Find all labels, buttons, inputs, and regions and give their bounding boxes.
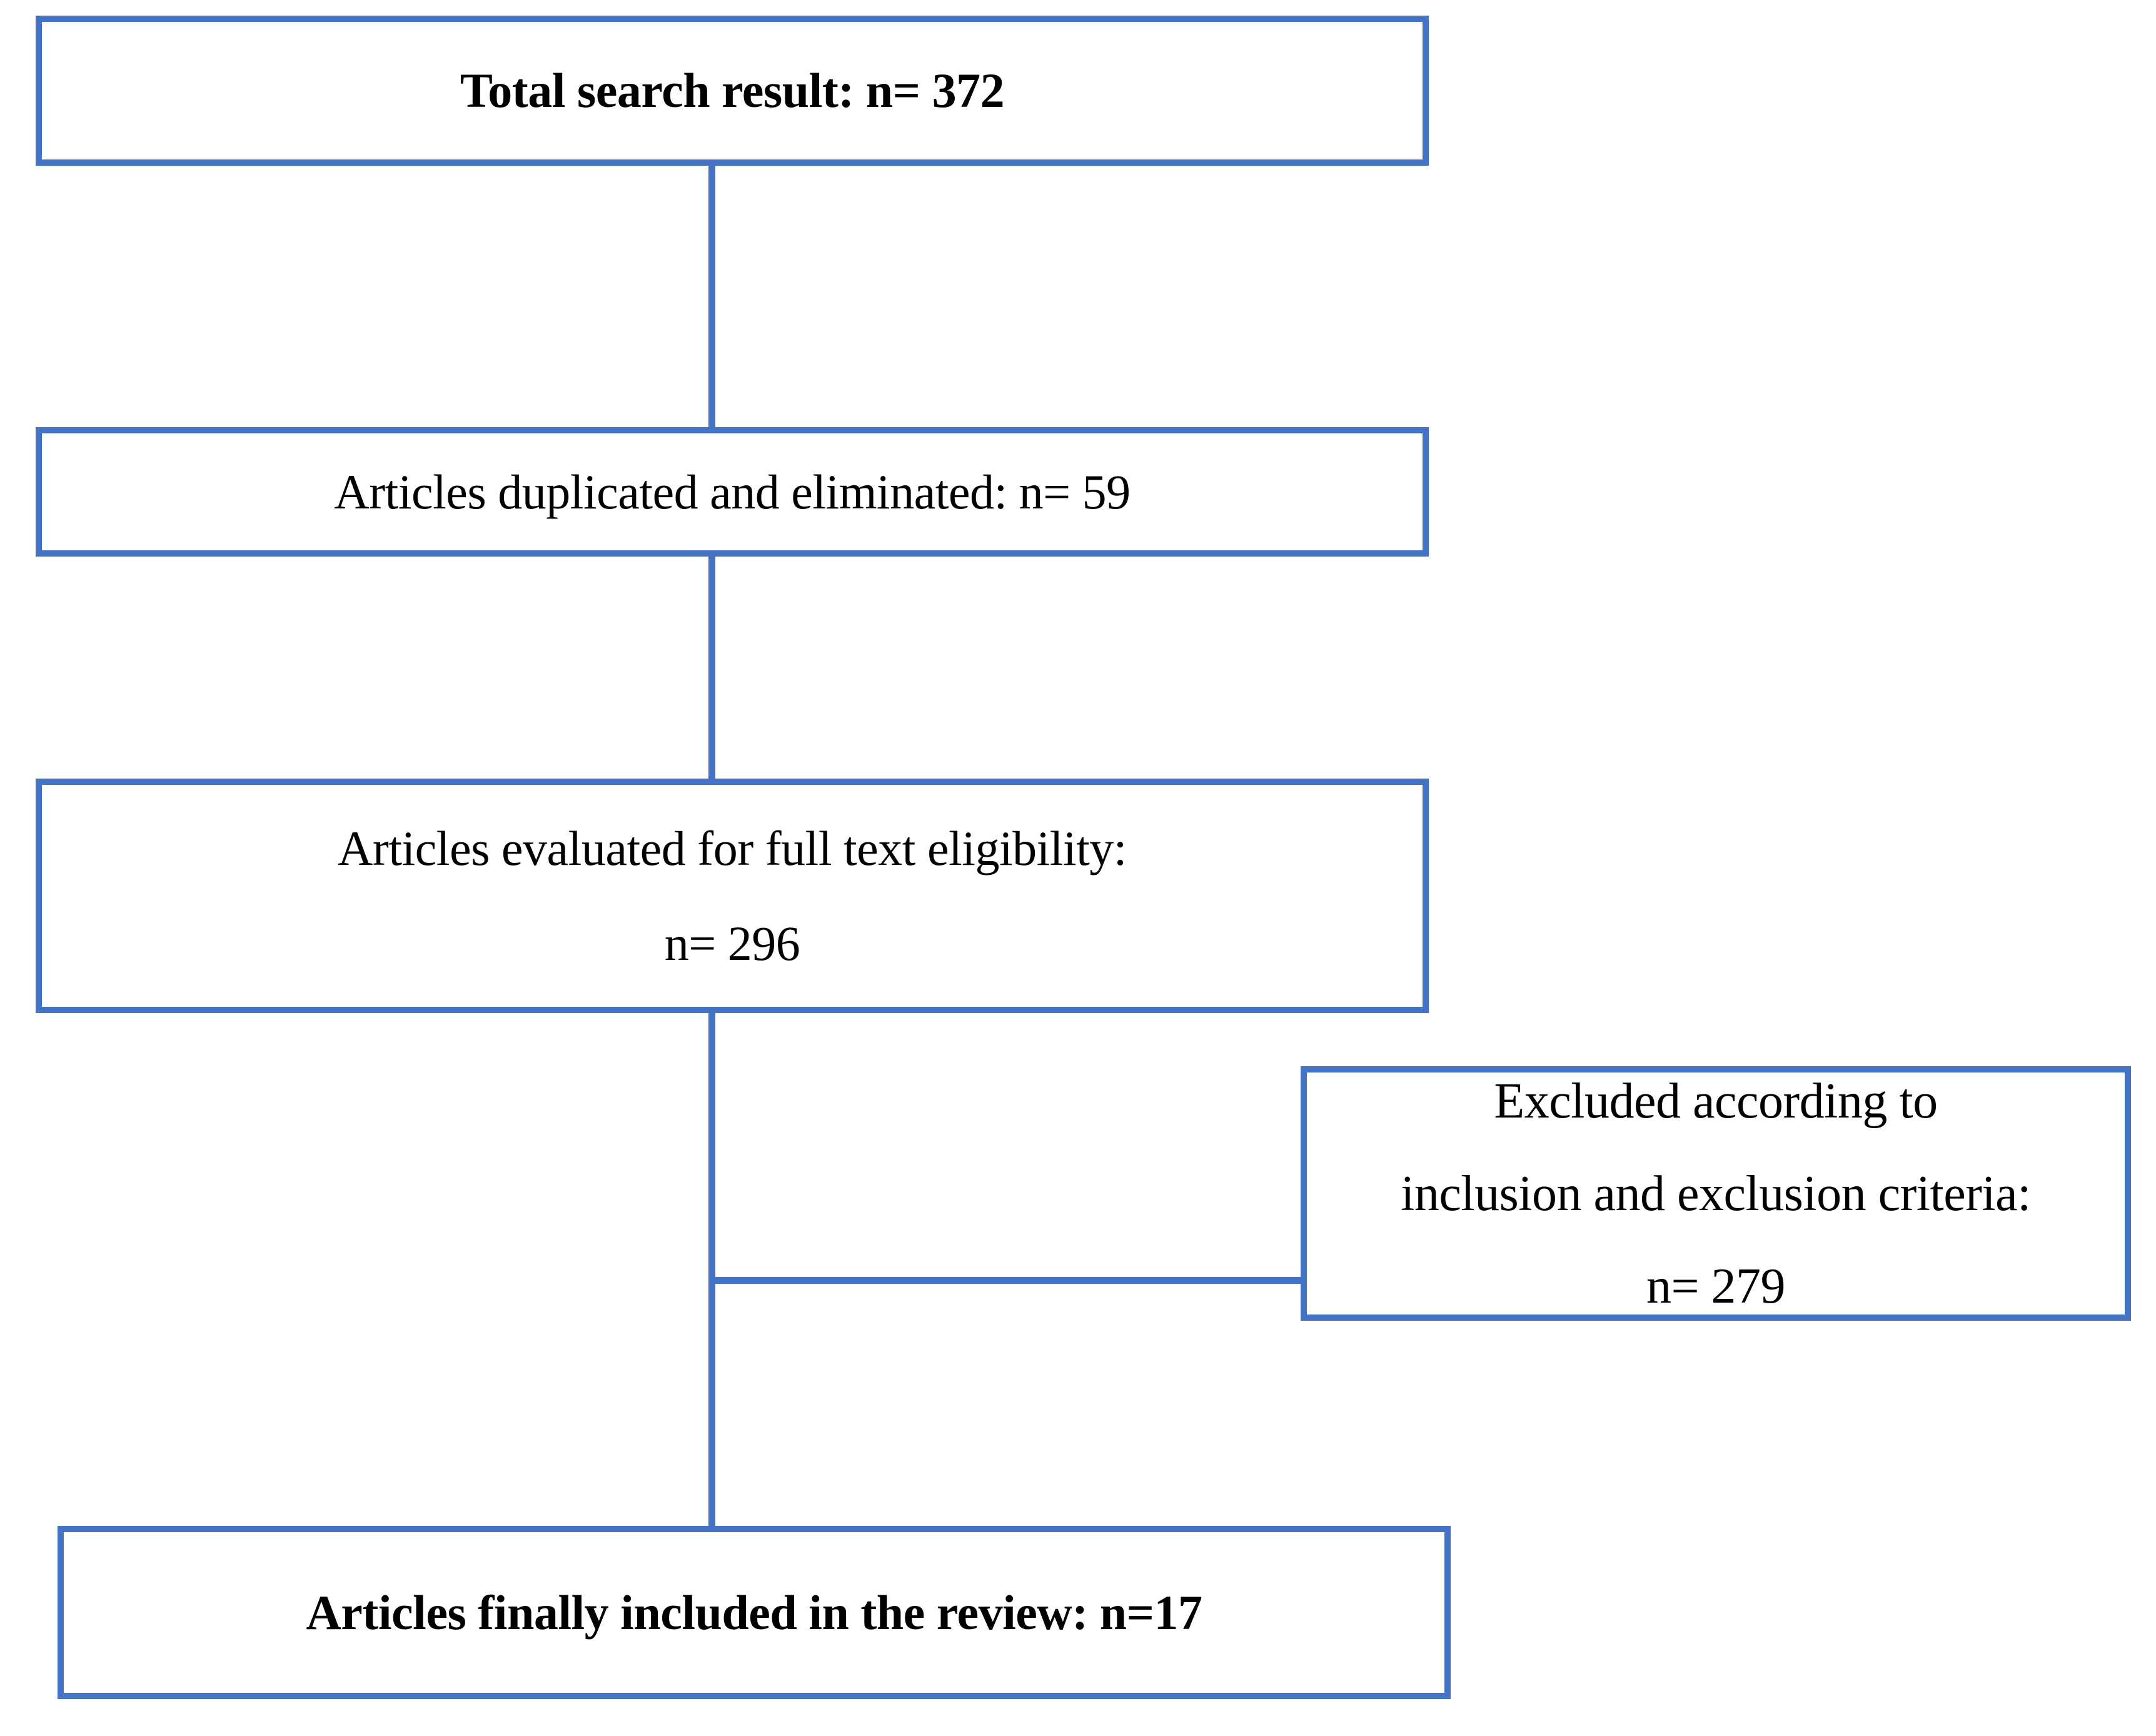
node-total-search-result: Total search result: n= 372 [36, 16, 1429, 166]
node-duplicates-eliminated: Articles duplicated and eliminated: n= 5… [36, 427, 1429, 557]
node-excluded-criteria-line1: Excluded according to [1494, 1073, 1938, 1129]
node-excluded-criteria-count: n= 279 [1646, 1258, 1786, 1314]
node-excluded-criteria-line2: inclusion and exclusion criteria: [1401, 1166, 2031, 1221]
node-duplicates-eliminated-label: Articles duplicated and eliminated: n= 5… [334, 464, 1131, 519]
node-full-text-eligibility-label: Articles evaluated for full text eligibi… [338, 820, 1127, 876]
node-final-included: Articles finally included in the review:… [58, 1526, 1451, 1699]
node-final-included-label: Articles finally included in the review:… [306, 1585, 1202, 1640]
connector-horizontal-excluded [708, 1277, 1304, 1284]
node-full-text-eligibility: Articles evaluated for full text eligibi… [36, 779, 1429, 1013]
node-full-text-eligibility-count: n= 296 [664, 916, 800, 971]
node-total-search-result-label: Total search result: n= 372 [460, 63, 1005, 118]
node-excluded-criteria: Excluded according to inclusion and excl… [1301, 1066, 2131, 1321]
